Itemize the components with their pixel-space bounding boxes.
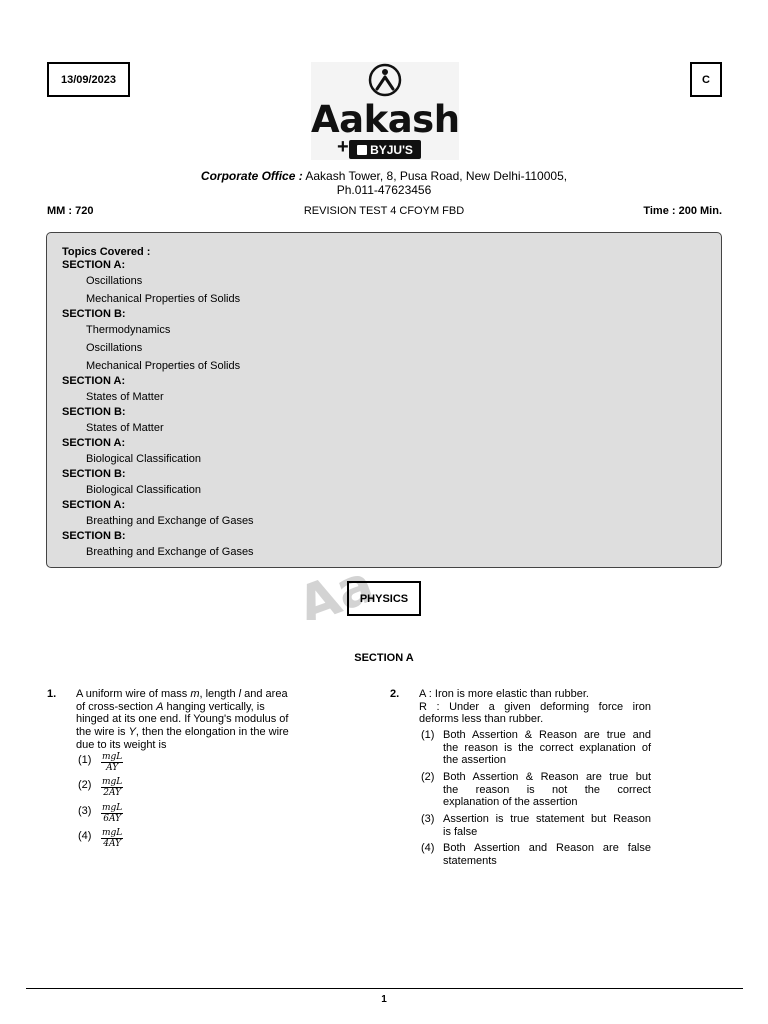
option-line: Both Assertion and Reason are false xyxy=(443,842,651,854)
option-line: Assertion is true statement but Reason xyxy=(443,813,651,825)
fraction-denominator: 4AY xyxy=(103,839,122,849)
logo-wordmark: Aakash xyxy=(311,98,460,141)
topic-item: Oscillations xyxy=(86,275,143,287)
paper-code: C xyxy=(702,73,710,86)
topic-item: Breathing and Exchange of Gases xyxy=(86,515,254,527)
fraction-denominator: AY xyxy=(106,763,119,773)
topic-item: Oscillations xyxy=(86,342,143,354)
time-duration: Time : 200 Min. xyxy=(643,205,722,217)
topic-section-heading: SECTION A: xyxy=(62,259,126,271)
option-label: (1) xyxy=(78,754,92,766)
office-label: Corporate Office : xyxy=(200,169,303,183)
fraction-bar xyxy=(101,787,124,788)
question-text: A uniform wire of mass m, length l and a… xyxy=(76,688,310,752)
paper-code-box: C xyxy=(690,62,722,97)
fraction-bar xyxy=(101,762,124,763)
exam-date: 13/09/2023 xyxy=(60,73,117,86)
option-line: the reason is not the correct xyxy=(443,783,651,796)
topic-section-heading: SECTION B: xyxy=(62,308,126,320)
option-label: (2) xyxy=(421,771,435,783)
question-line: the wire is Y, then the elongation in th… xyxy=(76,726,289,739)
byjus-text: BYJU'S xyxy=(370,142,413,157)
option-label: (2) xyxy=(78,779,92,791)
footer-rule xyxy=(26,988,743,989)
fraction-bar xyxy=(101,813,124,814)
page-number: 1 xyxy=(381,994,387,1005)
max-marks: MM : 720 xyxy=(47,205,94,217)
fraction-numerator: mgL xyxy=(102,828,123,838)
option-label: (1) xyxy=(421,729,435,741)
test-title: REVISION TEST 4 CFOYM FBD xyxy=(303,205,465,217)
topic-item: Biological Classification xyxy=(86,453,201,465)
section-heading: SECTION A xyxy=(354,652,414,664)
aakash-logo: Aakash + BYJU'S xyxy=(311,62,460,160)
topic-item: Biological Classification xyxy=(86,484,201,496)
option-label: (4) xyxy=(78,830,92,842)
question-line: deforms less than rubber. xyxy=(419,713,544,726)
office-phone: Ph.011-47623456 xyxy=(336,183,432,197)
option-label: (4) xyxy=(421,842,435,854)
topic-section-heading: SECTION A: xyxy=(62,499,126,511)
option-line: the assertion xyxy=(443,754,506,767)
option-label: (3) xyxy=(421,813,435,825)
option-line: Both Assertion & Reason are true but xyxy=(443,771,651,783)
fraction-numerator: mgL xyxy=(102,752,123,762)
fraction-numerator: mgL xyxy=(102,777,123,787)
topic-section-heading: SECTION A: xyxy=(62,375,126,387)
question-line: A : Iron is more elastic than rubber. xyxy=(419,688,589,700)
byjus-square-icon xyxy=(357,144,368,155)
question-number: 2. xyxy=(390,688,400,700)
topic-item: Mechanical Properties of Solids xyxy=(86,360,241,372)
corporate-office: Corporate Office : Aakash Tower, 8, Pusa… xyxy=(0,169,768,197)
office-address: Aakash Tower, 8, Pusa Road, New Delhi-11… xyxy=(302,169,568,183)
aakash-emblem-icon xyxy=(368,63,402,97)
fraction-denominator: 6AY xyxy=(103,814,122,824)
question-line: due to its weight is xyxy=(76,738,167,751)
question-line: of cross-section A hanging vertically, i… xyxy=(76,700,265,713)
question-text: A : Iron is more elastic than rubber. R … xyxy=(419,688,651,726)
option-line: the reason is the correct explanation of xyxy=(443,741,651,754)
question-line: R : Under a given deforming force iron xyxy=(419,700,651,713)
topics-heading: Topics Covered : xyxy=(62,246,151,258)
subject-box: PHYSICS xyxy=(347,581,421,616)
logo-plus-icon: + xyxy=(337,136,349,158)
option-line: is false xyxy=(443,825,478,838)
topic-item: States of Matter xyxy=(86,391,164,403)
topic-item: States of Matter xyxy=(86,422,164,434)
question-line: hinged at its one end. If Young's modulu… xyxy=(76,713,289,726)
question-number: 1. xyxy=(47,688,57,700)
fraction-denominator: 2AY xyxy=(103,788,122,798)
topic-item: Breathing and Exchange of Gases xyxy=(86,546,254,558)
topic-section-heading: SECTION A: xyxy=(62,437,126,449)
option-line: Both Assertion & Reason are true and xyxy=(443,729,651,741)
topic-item: Mechanical Properties of Solids xyxy=(86,293,241,305)
option-label: (3) xyxy=(78,805,92,817)
fraction-numerator: mgL xyxy=(102,803,123,813)
option-line: statements xyxy=(443,854,497,867)
option-line: explanation of the assertion xyxy=(443,796,578,809)
topic-section-heading: SECTION B: xyxy=(62,530,126,542)
topic-item: Thermodynamics xyxy=(86,324,171,336)
subject-title: PHYSICS xyxy=(359,592,409,605)
topic-section-heading: SECTION B: xyxy=(62,468,126,480)
byjus-badge: BYJU'S xyxy=(349,140,421,159)
date-box: 13/09/2023 xyxy=(47,62,130,97)
topic-section-heading: SECTION B: xyxy=(62,406,126,418)
fraction-bar xyxy=(101,838,124,839)
question-line: A uniform wire of mass m, length l and a… xyxy=(76,688,288,700)
